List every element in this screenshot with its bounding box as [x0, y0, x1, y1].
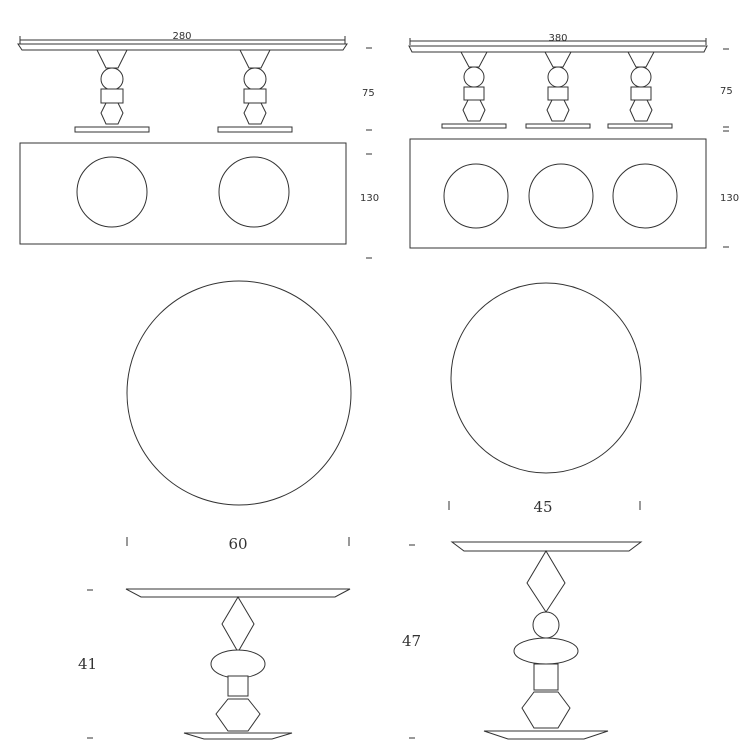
side-table-60-base [183, 732, 293, 740]
table-280-elevation: 280 75 [17, 31, 375, 133]
side-table-60-ball [210, 649, 266, 679]
table-380-height-label: 75 [720, 86, 733, 97]
side-table-60-top [125, 588, 351, 598]
table-380-elevation: 380 75 [408, 33, 733, 129]
side-table-45-top [450, 541, 643, 552]
side-table-60-height-label: 41 [78, 655, 97, 673]
table-280-plan: 130 [19, 142, 379, 259]
table-380-base-2 [528, 163, 594, 229]
table-280-length-label: 280 [172, 31, 191, 42]
side-table-45-plan [450, 282, 642, 474]
table-280-plan-outline [19, 142, 347, 245]
table-280-height-label: 75 [362, 88, 375, 99]
side-table-60-diameter-label: 60 [228, 535, 247, 553]
side-table-45-disc [513, 637, 579, 665]
side-table-45-ball [532, 611, 560, 639]
table-380-leg-1 [441, 51, 507, 129]
table-380-length-label: 380 [548, 33, 567, 44]
side-table-45-base [483, 730, 609, 740]
table-380-top [408, 45, 708, 53]
side-table-45-elevation: 45 47 [402, 498, 643, 740]
table-280-base-2 [218, 156, 290, 228]
table-380-base-3 [612, 163, 678, 229]
table-380-base-1 [443, 163, 509, 229]
table-380-plan-outline [409, 138, 707, 249]
side-table-60-elevation: 60 41 [78, 535, 351, 740]
table-280-top [17, 43, 348, 51]
side-table-45-top-circle [450, 282, 642, 474]
table-280-leg-1 [74, 49, 150, 133]
table-380-plan: 130 [409, 130, 739, 249]
table-380-leg-3 [607, 51, 673, 129]
side-table-60-top-circle [126, 280, 352, 506]
side-table-60-diamond [221, 596, 255, 654]
side-table-60-plan [126, 280, 352, 506]
side-table-60-block [227, 675, 249, 697]
table-280-base-1 [76, 156, 148, 228]
side-table-60-lower-diamond [215, 698, 261, 732]
table-380-leg-2 [525, 51, 591, 129]
table-280-leg-2 [217, 49, 293, 133]
table-280-depth-label: 130 [360, 193, 379, 204]
side-table-45-lower-diamond [521, 691, 571, 729]
side-table-45-height-label: 47 [402, 632, 421, 650]
side-table-45-diamond [526, 550, 566, 613]
table-380-depth-label: 130 [720, 193, 739, 204]
side-table-45-block [533, 663, 559, 691]
side-table-45-diameter-label: 45 [533, 498, 552, 516]
